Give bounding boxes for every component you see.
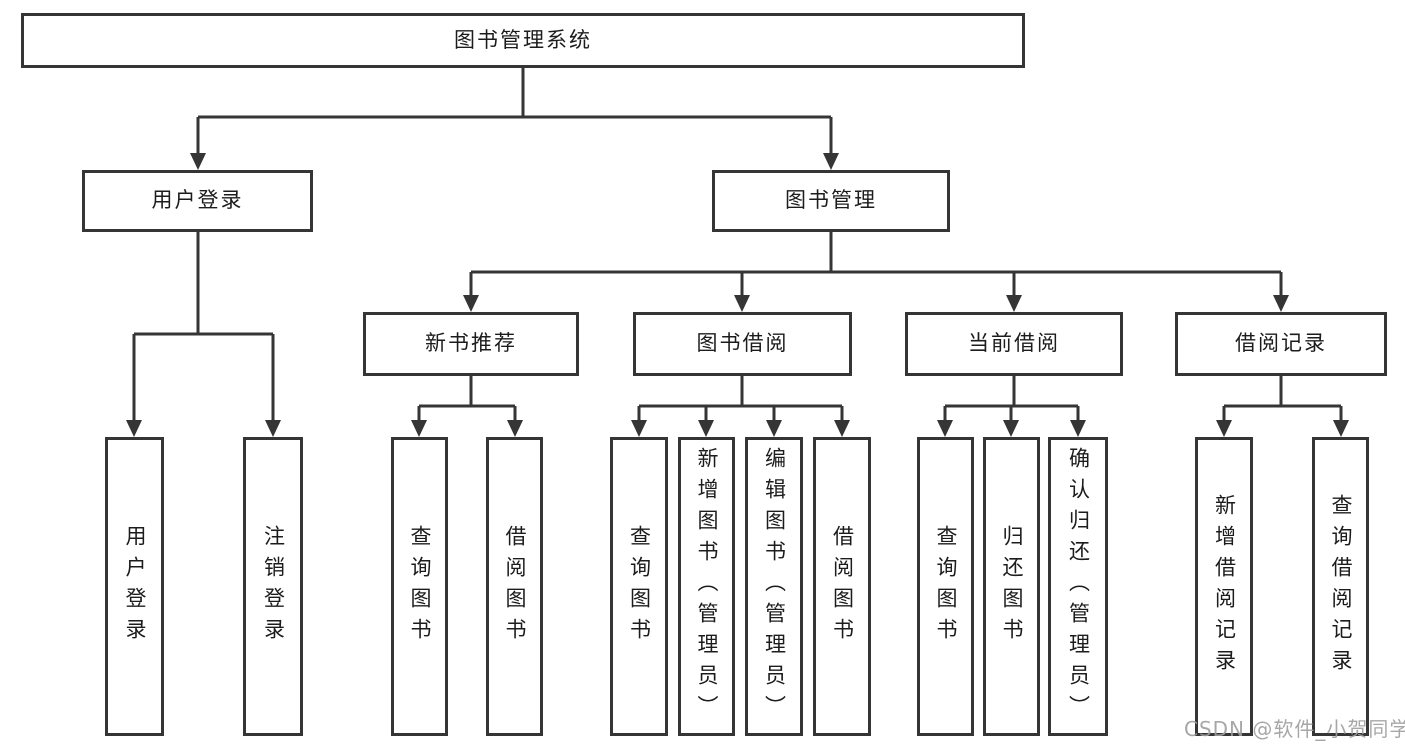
leaf-logout: 注销登录 (243, 437, 303, 736)
connector-new-book-branch (411, 375, 523, 437)
node-current-borrowing-label: 当前借阅 (968, 331, 1060, 356)
leaf-return-books: 归还图书 (983, 437, 1040, 736)
leaf-borrow-books-borrowing: 借阅图书 (813, 437, 871, 736)
connector-book-management-branch (463, 232, 1289, 312)
node-borrow-records-label: 借阅记录 (1235, 331, 1327, 356)
leaf-return-books-label: 归还图书 (1000, 524, 1024, 649)
leaf-query-books-current-label: 查询图书 (934, 524, 958, 649)
leaf-query-borrow-record: 查询借阅记录 (1312, 437, 1369, 736)
connector-book-borrowing-branch (631, 375, 850, 437)
node-current-borrowing: 当前借阅 (905, 312, 1123, 376)
leaf-add-borrow-record: 新增借阅记录 (1195, 437, 1253, 736)
leaf-query-borrow-record-label: 查询借阅记录 (1329, 493, 1353, 680)
node-new-book-recommend: 新书推荐 (363, 312, 579, 376)
leaf-edit-book-admin-label: 编辑图书（管理员） (762, 447, 787, 726)
node-library-system: 图书管理系统 (21, 13, 1025, 68)
leaf-add-book-admin: 新增图书（管理员） (678, 437, 735, 736)
leaf-query-books-recommend-label: 查询图书 (408, 524, 432, 649)
connector-user-login-branch (126, 232, 281, 437)
node-book-borrowing: 图书借阅 (633, 312, 852, 376)
node-user-login-label: 用户登录 (151, 188, 244, 213)
leaf-query-books-borrowing-label: 查询图书 (627, 524, 652, 649)
node-user-login: 用户登录 (82, 170, 313, 232)
connector-borrow-records-branch (1216, 375, 1349, 437)
leaf-query-books-current: 查询图书 (917, 437, 974, 736)
connector-root-branch (190, 68, 839, 170)
leaf-logout-label: 注销登录 (261, 524, 286, 649)
csdn-watermark: CSDN @软件_小贺同学 (1184, 717, 1405, 741)
leaf-user-login-label: 用户登录 (123, 524, 147, 649)
node-book-management: 图书管理 (712, 170, 950, 232)
leaf-add-borrow-record-label: 新增借阅记录 (1212, 493, 1237, 680)
leaf-confirm-return-admin: 确认归还（管理员） (1048, 437, 1108, 736)
leaf-borrow-books-recommend-label: 借阅图书 (503, 524, 527, 649)
leaf-query-books-borrowing: 查询图书 (610, 437, 668, 736)
connector-current-borrowing-branch (937, 375, 1086, 437)
node-book-borrowing-label: 图书借阅 (696, 331, 789, 356)
node-new-book-recommend-label: 新书推荐 (425, 331, 517, 356)
leaf-add-book-admin-label: 新增图书（管理员） (695, 447, 719, 726)
leaf-confirm-return-admin-label: 确认归还（管理员） (1066, 447, 1091, 726)
leaf-borrow-books-borrowing-label: 借阅图书 (830, 524, 855, 649)
node-library-system-label: 图书管理系统 (454, 27, 592, 52)
leaf-edit-book-admin: 编辑图书（管理员） (745, 437, 803, 736)
leaf-user-login: 用户登录 (105, 437, 164, 736)
leaf-borrow-books-recommend: 借阅图书 (486, 437, 543, 736)
node-book-management-label: 图书管理 (785, 188, 877, 213)
node-borrow-records: 借阅记录 (1175, 312, 1387, 376)
leaf-query-books-recommend: 查询图书 (391, 437, 448, 736)
